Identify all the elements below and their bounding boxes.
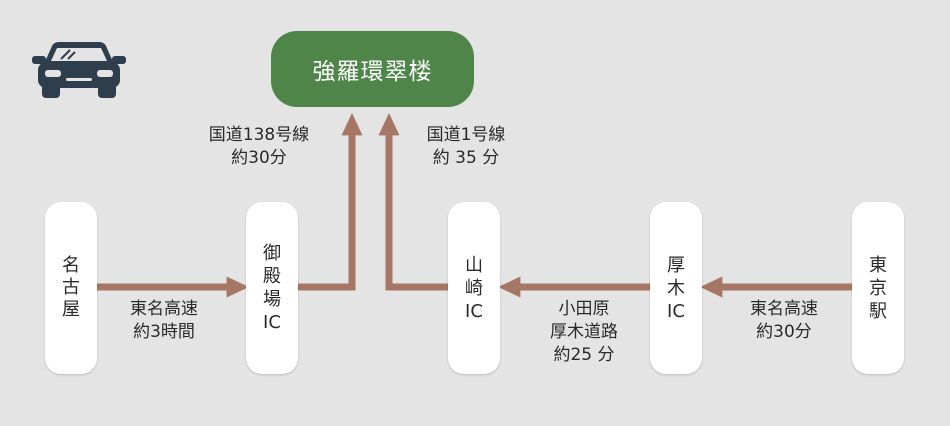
station-tokyo: 東 京 駅 [852,202,904,374]
destination-label: 強羅環翠楼 [312,59,433,85]
label-route1: 国道1号線 約 35 分 [426,125,506,168]
station-atsugi-label: 厚 木 IC [667,254,685,322]
station-tokyo-label: 東 京 駅 [869,254,887,322]
arrow-gotemba-to-destination [298,113,363,291]
arrow-yamazaki-to-destination [378,113,449,291]
station-nagoya-label: 名古屋 [62,255,80,320]
station-atsugi-ic: 厚 木 IC [650,202,702,374]
label-odawara-atsugi-road: 小田原 厚木道路 約25 分 [550,299,618,365]
station-nagoya: 名古屋 [45,202,97,374]
station-yamazaki-label: 山 崎 IC [465,254,483,322]
station-yamazaki-ic: 山 崎 IC [448,202,500,374]
station-gotemba-ic: 御 殿 場 IC [246,202,298,374]
label-route138: 国道138号線 約30分 [208,125,310,168]
label-tomei-left: 東名高速 約3時間 [130,299,198,342]
label-tomei-right: 東名高速 約30分 [750,299,818,342]
destination-kyoura-kansuiro: 強羅環翠楼 [271,31,474,107]
car-icon [32,42,126,98]
station-gotemba-label: 御 殿 場 IC [263,243,281,333]
